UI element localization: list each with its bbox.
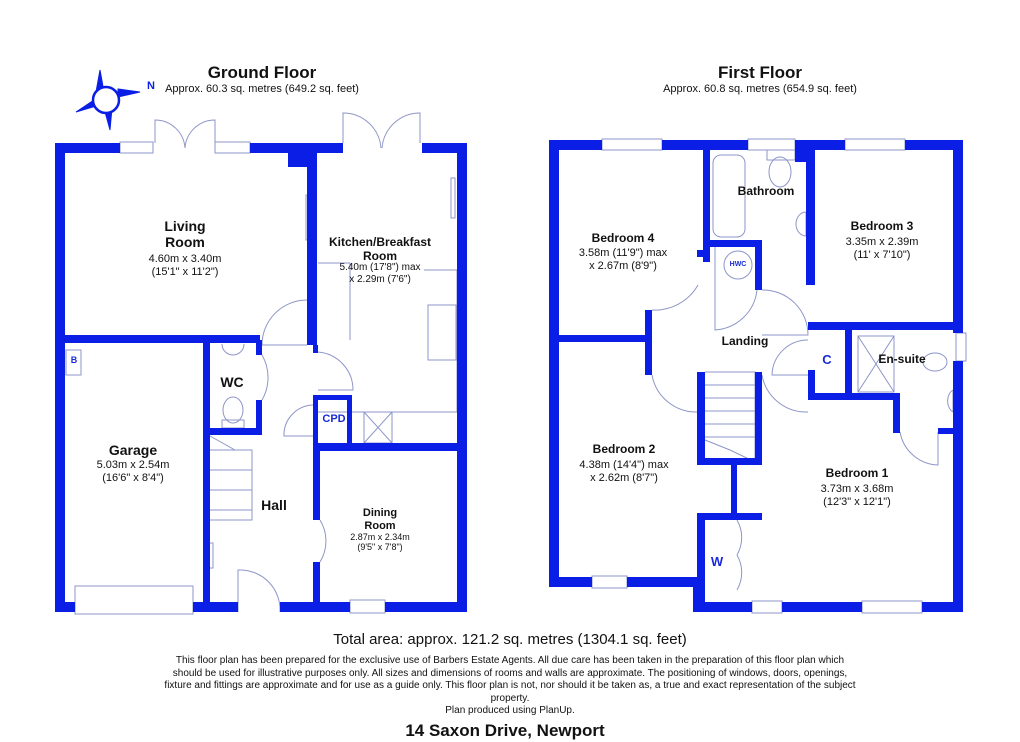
compass-label: N: [147, 80, 155, 92]
living-room-dim-ft: (15'1" x 11'2"): [151, 265, 219, 278]
bedroom2-dim-ft: x 2.62m (8'7"): [590, 471, 658, 484]
bedroom4-name: Bedroom 4: [591, 231, 655, 245]
hall-name: Hall: [261, 497, 287, 513]
first-floor-title: First Floor: [717, 63, 803, 82]
ensuite-name: En-suite: [878, 352, 926, 366]
dining-room-dim-m: 2.87m x 2.34m: [350, 532, 410, 542]
dining-room-name-line1: Dining: [362, 507, 398, 519]
landing-name: Landing: [721, 334, 769, 348]
wc-name: WC: [220, 374, 244, 390]
bedroom1-dim-m: 3.73m x 3.68m: [820, 483, 894, 495]
bedroom3-dim-m: 3.35m x 2.39m: [845, 236, 919, 248]
bedroom3-name: Bedroom 3: [850, 219, 914, 233]
first-floor-area: Approx. 60.8 sq. metres (654.9 sq. feet): [663, 83, 857, 95]
garage-dimensions: 5.03m x 2.54m(16'6" x 8'4"): [97, 459, 170, 484]
ground-floor-area: Approx. 60.3 sq. metres (649.2 sq. feet): [165, 83, 359, 95]
kitchen-name-line1: Kitchen/Breakfast: [328, 235, 432, 249]
dining-room-dimensions: 2.87m x 2.34m(9'5" x 7'8"): [350, 532, 410, 553]
cupboard-c-tag: C: [822, 352, 832, 367]
boiler-tag: B: [70, 355, 78, 365]
bedroom4-dim-ft: x 2.67m (8'9"): [589, 259, 657, 272]
garage-dim-ft: (16'6" x 8'4"): [102, 471, 164, 484]
walls: [55, 140, 963, 612]
bedroom1-name: Bedroom 1: [825, 466, 889, 480]
bedroom1-dimensions: 3.73m x 3.68m(12'3" x 12'1"): [821, 483, 894, 508]
garage-dim-m: 5.03m x 2.54m: [96, 459, 170, 471]
living-room-dim-m: 4.60m x 3.40m: [148, 253, 222, 265]
bedroom1-dim-ft: (12'3" x 12'1"): [823, 495, 891, 508]
kitchen-dim-m: 5.40m (17'8") max: [339, 262, 421, 273]
compass-north-icon: [75, 69, 141, 131]
bedroom3-dimensions: 3.35m x 2.39m(11' x 7'10"): [846, 236, 919, 261]
kitchen-dim-ft: x 2.29m (7'6"): [349, 273, 411, 285]
living-room-name-line1: Living: [164, 218, 206, 234]
kitchen-name-line2: Room: [362, 248, 397, 263]
ground-floor-title: Ground Floor: [207, 63, 317, 82]
dining-room-dim-ft: (9'5" x 7'8"): [357, 542, 403, 553]
bedroom3-dim-ft: (11' x 7'10"): [853, 248, 911, 261]
property-address: 14 Saxon Drive, Newport: [405, 721, 605, 740]
bedroom2-dim-m: 4.38m (14'4") max: [579, 459, 669, 471]
dining-room-name-line2: Room: [364, 519, 396, 532]
disclaimer: This floor plan has been prepared for th…: [160, 655, 860, 718]
total-area: Total area: approx. 121.2 sq. metres (13…: [333, 631, 687, 648]
hwc-tag: HWC: [729, 261, 747, 268]
living-room-dimensions: 4.60m x 3.40m(15'1" x 11'2"): [149, 253, 222, 278]
living-room-name-line2: Room: [165, 234, 205, 251]
bedroom2-name: Bedroom 2: [592, 442, 656, 456]
cupboard-tag: CPD: [322, 413, 346, 425]
planup-credit: Plan produced using PlanUp.: [445, 705, 575, 716]
disclaimer-text: This floor plan has been prepared for th…: [164, 655, 856, 704]
bathroom-name: Bathroom: [737, 184, 795, 198]
bedroom4-dim-m: 3.58m (11'9") max: [578, 247, 668, 259]
garage-name: Garage: [108, 442, 158, 458]
wardrobe-tag: W: [710, 554, 724, 569]
